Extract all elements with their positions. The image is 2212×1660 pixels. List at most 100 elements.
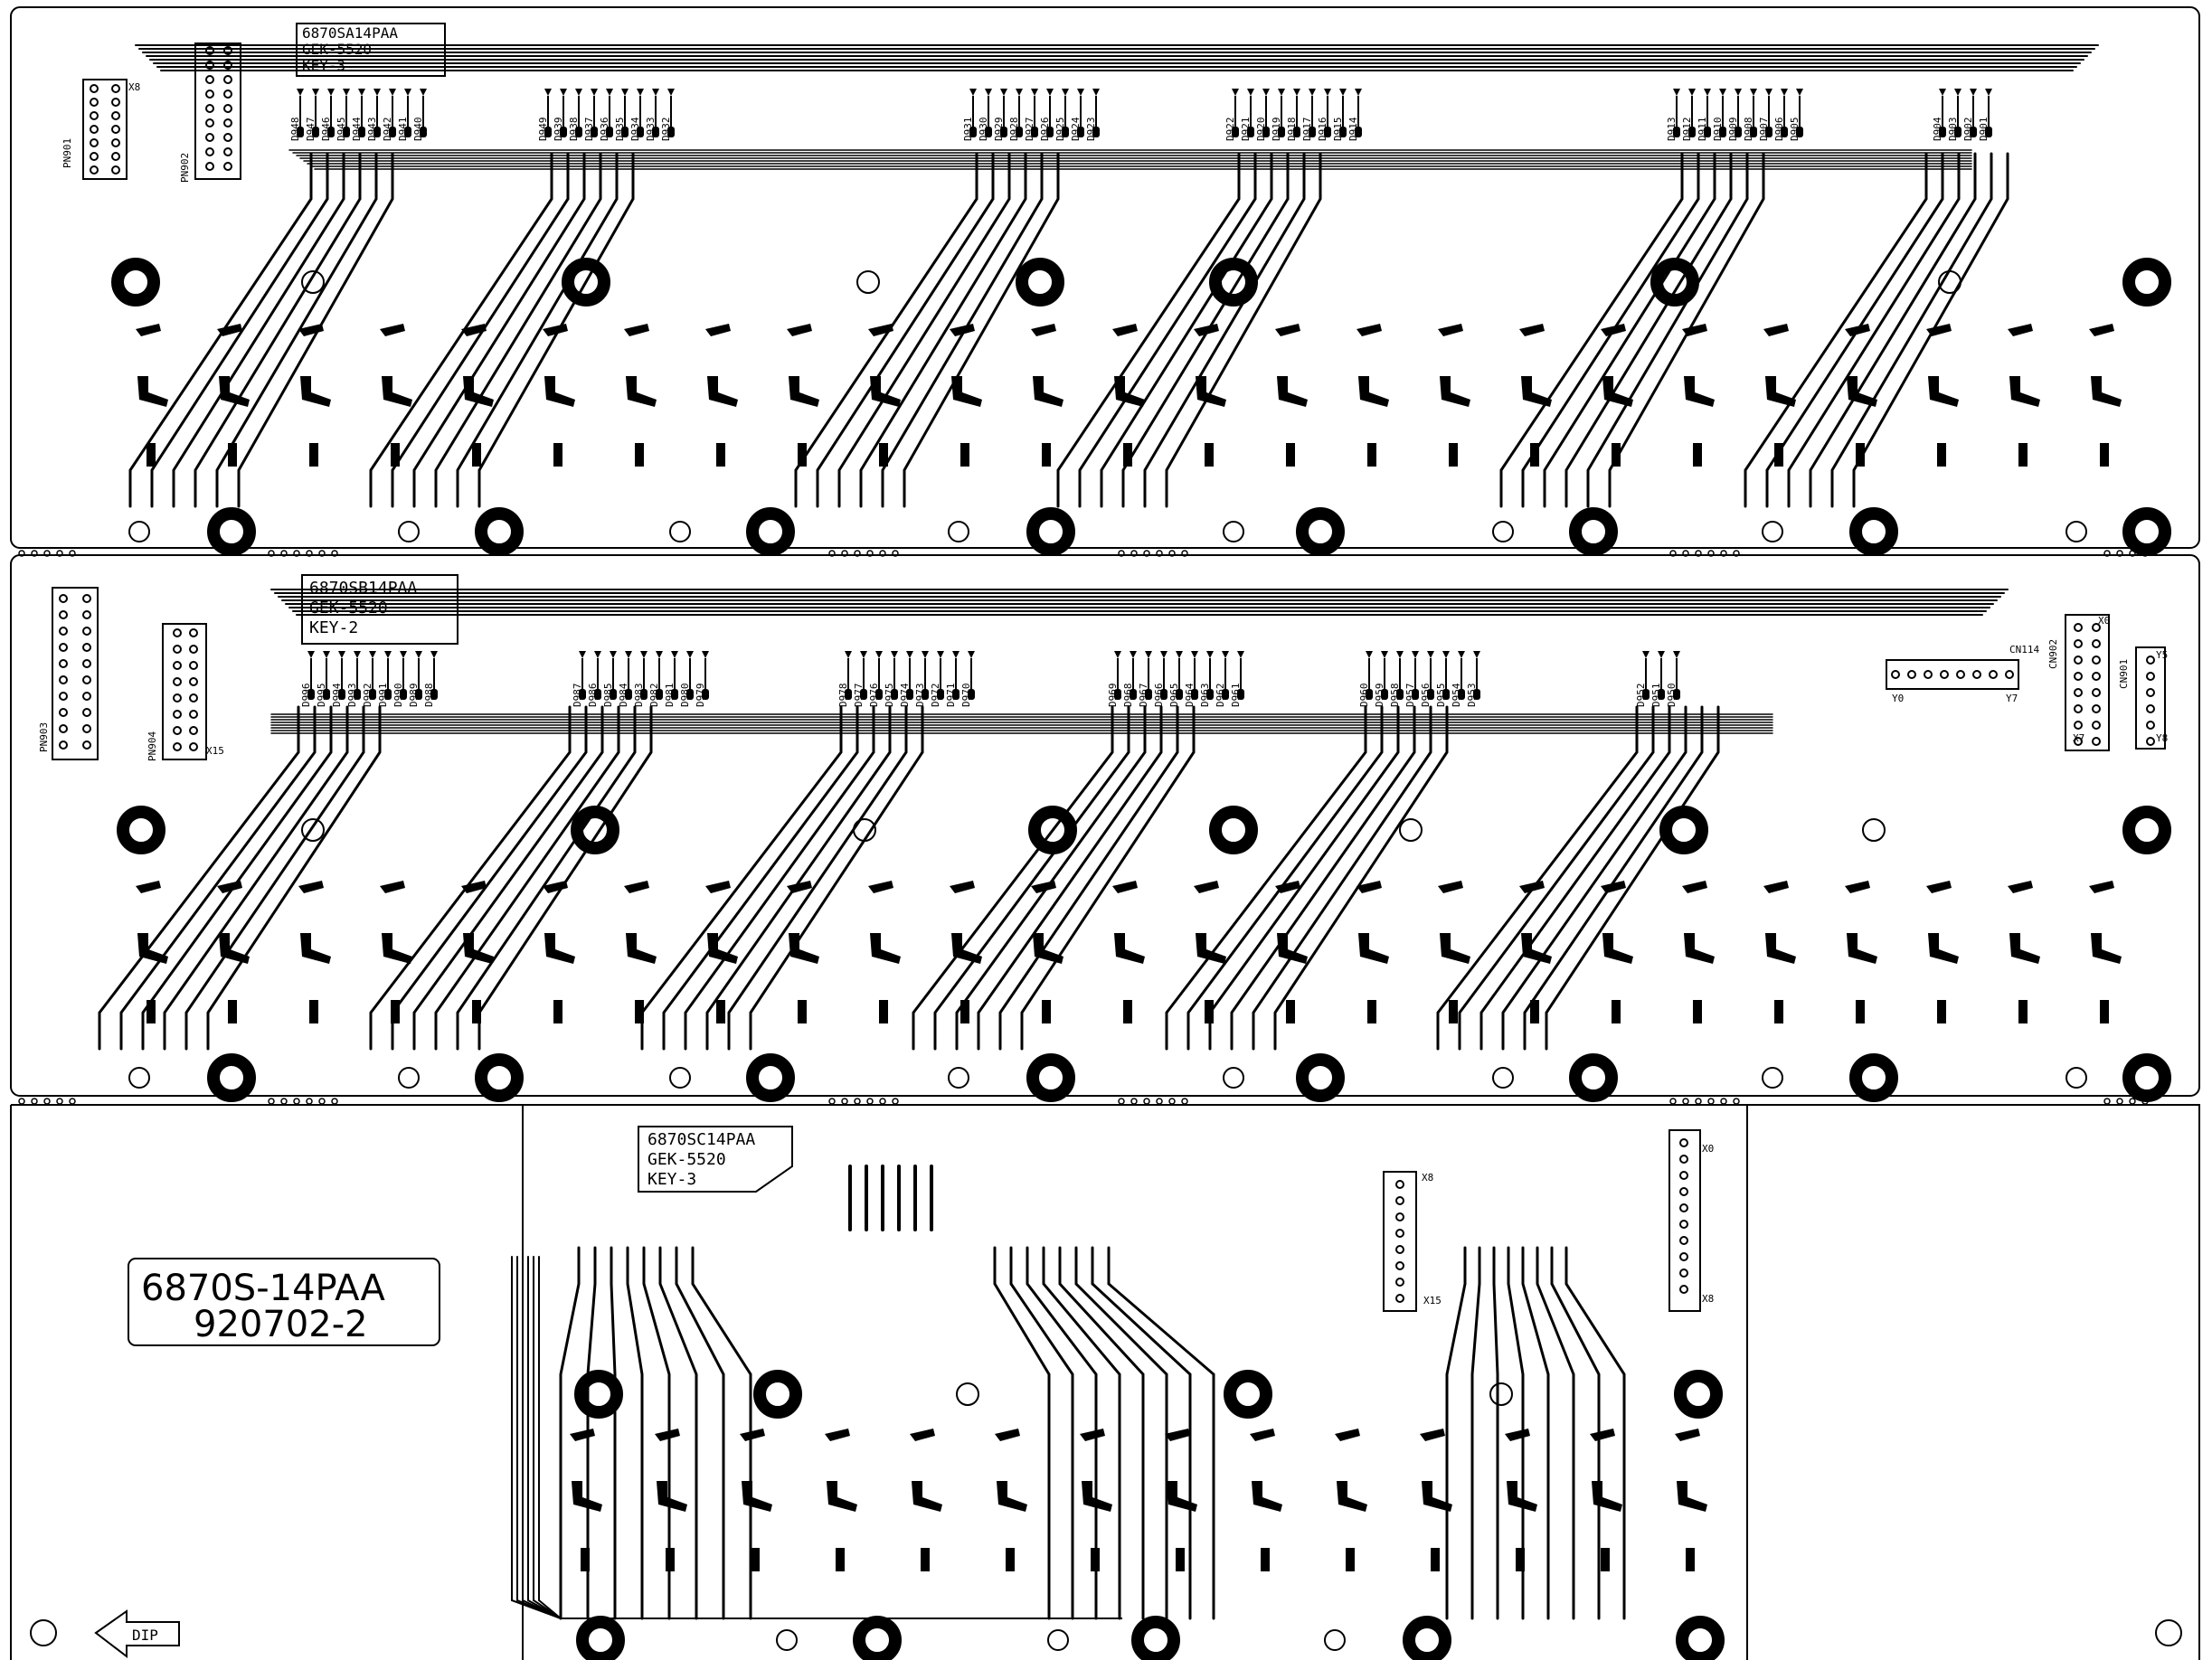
diode-anode	[1062, 89, 1069, 96]
header-pin	[2092, 704, 2101, 713]
key-contact	[147, 1000, 156, 1023]
diode-anode	[625, 651, 632, 658]
via-hole	[1489, 1382, 1513, 1406]
trace	[1499, 152, 1684, 508]
diode-label: D945	[336, 118, 347, 142]
diode-anode	[1473, 651, 1480, 658]
key-contact	[1765, 933, 1796, 964]
trace	[1186, 705, 1384, 1051]
key-contact	[553, 443, 562, 467]
header-pin	[2092, 721, 2101, 730]
via-hole	[853, 818, 876, 842]
board-c-label-line3: KEY-3	[648, 1170, 696, 1189]
diode-body	[1719, 127, 1726, 137]
diode-anode	[1939, 89, 1946, 96]
header-pin	[2146, 704, 2155, 713]
pin-x15-label: X15	[206, 745, 224, 757]
key-contact	[298, 324, 324, 336]
diode-anode	[1970, 89, 1977, 96]
diode-label: D995	[316, 684, 327, 708]
diode-label: D944	[351, 117, 363, 141]
header-pin	[2092, 688, 2101, 697]
key-contact	[1112, 881, 1138, 893]
header-pin	[173, 645, 182, 654]
trace	[933, 705, 1130, 1051]
header-pin	[59, 627, 68, 636]
diode-body	[343, 127, 350, 137]
key-contact	[1602, 376, 1633, 407]
edge-dot	[2116, 1098, 2123, 1105]
trace	[1056, 152, 1241, 508]
diode-label: D939	[553, 118, 564, 142]
key-contact	[870, 933, 901, 964]
diode-label: D935	[614, 118, 626, 142]
trace	[881, 152, 1044, 508]
header-pin	[173, 710, 182, 719]
diode-body	[860, 689, 867, 700]
header-bottom-2	[1668, 1129, 1701, 1312]
diode-anode	[610, 651, 617, 658]
diode-label: D934	[629, 117, 641, 141]
diode-anode	[1130, 651, 1137, 658]
mounting-hole	[1296, 507, 1345, 556]
key-contact	[543, 324, 568, 336]
key-contact	[1367, 1000, 1376, 1023]
diode-body	[369, 689, 376, 700]
header-pin	[90, 125, 99, 134]
diode-body	[969, 127, 977, 137]
diode-anode	[1781, 89, 1788, 96]
key-contact	[1165, 1429, 1190, 1441]
diode-anode	[937, 651, 944, 658]
diode-body	[656, 689, 663, 700]
key-contact	[1521, 933, 1552, 964]
pin-y5-label: Y5	[2156, 649, 2168, 661]
mounting-hole	[1209, 806, 1258, 854]
edge-dot	[2141, 1098, 2149, 1105]
diode-anode	[1046, 89, 1054, 96]
diode-body	[1673, 127, 1680, 137]
diode-anode	[1145, 651, 1152, 658]
diode-body	[985, 127, 992, 137]
panel-label-line1: 6870S-14PAA	[141, 1268, 386, 1309]
header-pin	[82, 643, 91, 652]
via-hole	[1399, 818, 1423, 842]
key-contact	[1937, 1000, 1946, 1023]
via-hole	[669, 1067, 691, 1089]
diode-body	[610, 689, 617, 700]
diode-body	[1145, 689, 1152, 700]
trace	[215, 152, 378, 508]
trace	[1545, 705, 1720, 1051]
trace	[172, 152, 345, 508]
diode-label: D916	[1317, 118, 1328, 142]
key-contact	[1774, 1000, 1783, 1023]
key-contact	[1346, 1548, 1355, 1571]
edge-dot	[293, 550, 300, 557]
key-contact	[868, 324, 893, 336]
header-pin	[1679, 1171, 1688, 1180]
header-pin	[2074, 672, 2083, 681]
trace	[749, 705, 924, 1051]
key-contact	[380, 324, 405, 336]
diode-label: D915	[1332, 118, 1344, 142]
mounting-hole	[1676, 1616, 1725, 1660]
edge-dot	[268, 550, 275, 557]
edge-dot	[31, 1098, 38, 1105]
header-pin	[90, 165, 99, 174]
header-pin	[82, 659, 91, 668]
diode-body	[404, 127, 411, 137]
diode-anode	[338, 651, 345, 658]
diode-body	[560, 127, 567, 137]
mounting-hole	[117, 806, 165, 854]
diode-label: D912	[1681, 118, 1693, 142]
key-contact	[1449, 443, 1458, 467]
diode-body	[420, 127, 427, 137]
key-contact	[1123, 1000, 1132, 1023]
edge-dot	[331, 550, 338, 557]
diode-anode	[1237, 651, 1244, 658]
diode-body	[373, 127, 381, 137]
trace	[684, 705, 875, 1051]
diode-label: D903	[1947, 118, 1959, 142]
trace	[369, 152, 553, 508]
key-contact	[666, 1548, 675, 1571]
diode-body	[1130, 689, 1137, 700]
